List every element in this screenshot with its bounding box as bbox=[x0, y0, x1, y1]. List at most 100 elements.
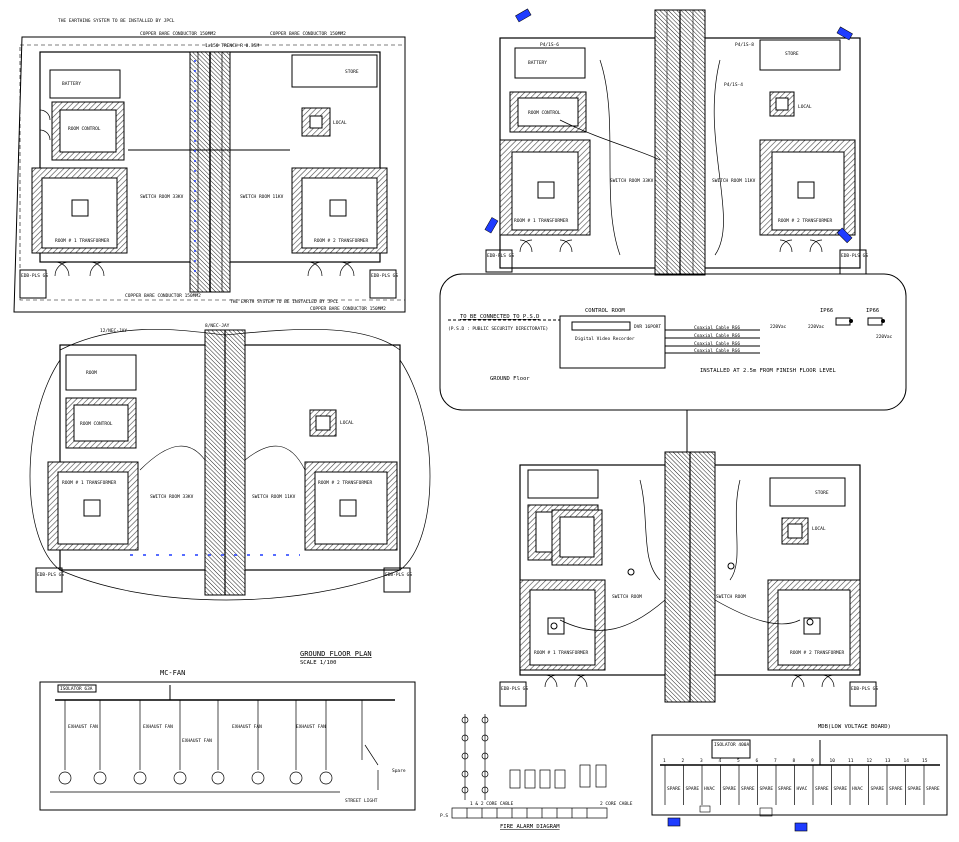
light-room-label: ROOM bbox=[86, 370, 97, 376]
fire-transformer1-label: ROOM # 1 TRANSFORMER bbox=[534, 650, 588, 656]
cctv-panel-right: EDB-PLS GS bbox=[841, 253, 868, 259]
plan-earthing: THE EARTHING SYSTEM TO BE INSTALLED BY J… bbox=[13, 18, 406, 313]
plan-lighting: ROOM ROOM CONTROL ROOM # 1 TRANSFORMER R… bbox=[29, 323, 431, 601]
mcfan-circuit-2: EXHAUST FAN bbox=[143, 724, 173, 730]
light-panel-left: EDB-PLS GS bbox=[37, 572, 64, 578]
mdb-way-number: 6 bbox=[756, 758, 759, 764]
mcfan-circuit-4: EXHAUST FAN bbox=[232, 724, 262, 730]
fire-transformer2-label: ROOM # 2 TRANSFORMER bbox=[790, 650, 844, 656]
light-panel-right: EDB-PLS GS bbox=[385, 572, 412, 578]
light-local-label: LOCAL bbox=[340, 420, 354, 426]
fire-store-label: STORE bbox=[815, 490, 829, 496]
mdb-way-number: 4 bbox=[719, 758, 722, 764]
mcfan-circuits bbox=[50, 700, 379, 793]
mdb-way-label: SPARE bbox=[815, 786, 829, 792]
mcfan-title: MC-FAN bbox=[160, 669, 185, 677]
mdb-way-label: SPARE bbox=[778, 786, 792, 792]
fire-switch1-label: SWITCH ROOM bbox=[612, 594, 642, 600]
mc-fan-diagram: MC-FAN ISOLATOR 63A EXHAUST FAN EXHAUST … bbox=[39, 669, 416, 811]
fire-alarm-title: FIRE ALARM DIAGRAM bbox=[500, 824, 560, 830]
mdb-way-number: 14 bbox=[904, 758, 910, 764]
camera-icon bbox=[835, 317, 853, 326]
cctv-switch2-label: SWITCH ROOM 11KV bbox=[712, 178, 756, 184]
cctv-local-label: LOCAL bbox=[798, 104, 812, 110]
mdb-way-number: 9 bbox=[811, 758, 814, 764]
fire-loop1-label: 1 & 2 CORE CABLE bbox=[470, 801, 514, 807]
mdb-way-label: SPARE bbox=[834, 786, 848, 792]
mdb-way-number: 13 bbox=[885, 758, 891, 764]
mdb-way-number: 11 bbox=[848, 758, 854, 764]
title-block: GROUND FLOOR PLAN SCALE 1/100 bbox=[300, 650, 372, 666]
cctv-tag-b: P4/1S-8 bbox=[735, 42, 754, 48]
mcfan-circuit-5: EXHAUST FAN bbox=[296, 724, 326, 730]
cable3-label: Coaxial Cable RG6 bbox=[694, 341, 740, 347]
mdb-way-number: 1 bbox=[663, 758, 666, 764]
nvr-label: Digital Video Recorder bbox=[575, 336, 635, 342]
mdb-title: MDB(LOW VOLTAGE BOARD) bbox=[818, 724, 891, 730]
light-transformer2-label: ROOM # 2 TRANSFORMER bbox=[318, 480, 372, 486]
panel-right-label: EDB-PLS GS bbox=[371, 273, 398, 279]
connect-psd-note: TO BE CONNECTED TO P.S.D bbox=[460, 314, 539, 320]
volt2-label: 220Vac bbox=[808, 324, 825, 330]
ground-floor-title: GROUND FLOOR PLAN bbox=[300, 650, 372, 658]
light-switch2-label: SWITCH ROOM 11KV bbox=[252, 494, 296, 500]
camera-icon bbox=[836, 26, 853, 41]
mdb-way-number: 15 bbox=[922, 758, 928, 764]
fire-switch2-label: SWITCH ROOM bbox=[716, 594, 746, 600]
light-switch1-label: SWITCH ROOM 33KV bbox=[150, 494, 194, 500]
mdb-way-label: SPARE bbox=[908, 786, 922, 792]
fire-local-label: LOCAL bbox=[812, 526, 826, 532]
mdb-way-label: SPARE bbox=[889, 786, 903, 792]
mcfan-circuit-6: STREET LIGHT bbox=[345, 798, 378, 804]
mdb-way-label: SPARE bbox=[723, 786, 737, 792]
battery-room-label: BATTERY bbox=[62, 81, 81, 87]
transformer1-label: ROOM # 1 TRANSFORMER bbox=[55, 238, 109, 244]
cctv-store-label: STORE bbox=[785, 51, 799, 57]
conductor-label-top: COPPER BARE CONDUCTOR 150MM2 bbox=[140, 31, 216, 37]
mcfan-isolator: ISOLATOR 63A bbox=[60, 686, 93, 692]
cctv-control-label: ROOM CONTROL bbox=[528, 110, 561, 116]
earthing-note-top: THE EARTHING SYSTEM TO BE INSTALLED BY J… bbox=[58, 18, 175, 24]
plan-cctv: BATTERY ROOM CONTROL ROOM # 1 TRANSFORME… bbox=[484, 8, 868, 276]
mcfan-circuit-1: EXHAUST FAN bbox=[68, 724, 98, 730]
ip-label-1: IP66 bbox=[820, 308, 833, 314]
ip-label-2: IP66 bbox=[866, 308, 879, 314]
fire-alarm-diagram: P.S 1 & 2 CORE CABLE 2 CORE CABLE FIRE A… bbox=[440, 714, 633, 830]
install-note: INSTALLED AT 2.5m FROM FINISH FLOOR LEVE… bbox=[700, 368, 836, 374]
mdb-loads bbox=[667, 805, 808, 832]
camera-icon bbox=[836, 227, 853, 244]
transformer2-label: ROOM # 2 TRANSFORMER bbox=[314, 238, 368, 244]
cable2-label: Coaxial Cable RG6 bbox=[694, 333, 740, 339]
light-transformer1-label: ROOM # 1 TRANSFORMER bbox=[62, 480, 116, 486]
mdb-way-label: SPARE bbox=[760, 786, 774, 792]
fire-panel-left: EDB-PLS GS bbox=[501, 686, 528, 692]
mdb-way-label: SPARE bbox=[686, 786, 700, 792]
control-room-diagram: TO BE CONNECTED TO P.S.D (P.S.D : PUBLIC… bbox=[439, 273, 907, 452]
psd-note: (P.S.D : PUBLIC SECURITY DIRECTORATE) bbox=[448, 326, 548, 332]
control-room-label: ROOM CONTROL bbox=[68, 126, 101, 132]
mdb-spec: ISOLATOR 400A bbox=[714, 742, 750, 748]
cctv-tag-c: P4/1S-4 bbox=[724, 82, 743, 88]
camera-icon bbox=[867, 317, 885, 326]
trench-label: 1x150 TRENCH R 0.35M bbox=[205, 43, 259, 49]
fire-ps-label: P.S bbox=[440, 813, 448, 819]
switch-11kv-label: SWITCH ROOM 11KV bbox=[240, 194, 284, 200]
store-label: STORE bbox=[345, 69, 359, 75]
cctv-transformer2-label: ROOM # 2 TRANSFORMER bbox=[778, 218, 832, 224]
cctv-battery-label: BATTERY bbox=[528, 60, 547, 66]
mdb-way-label: SPARE bbox=[741, 786, 755, 792]
cable4-label: Coaxial Cable RG6 bbox=[694, 348, 740, 354]
conductor-label-bottom: COPPER BARE CONDUCTOR 150MM2 bbox=[125, 293, 201, 299]
mdb-way-number: 10 bbox=[830, 758, 836, 764]
mdb-way-number: 8 bbox=[793, 758, 796, 764]
mdb-way-label: HVAC bbox=[797, 786, 808, 792]
dvr-label: DVR 16PORT bbox=[634, 324, 661, 330]
conductor-label-top2: COPPER BARE CONDUCTOR 150MM2 bbox=[270, 31, 346, 37]
camera-icon bbox=[484, 217, 499, 234]
plan-fire-alarm: ROOM # 1 TRANSFORMER ROOM # 2 TRANSFORME… bbox=[499, 451, 878, 707]
earthing-note-bottom: THE EARTH SYSTEM TO BE INSTALLED BY JPCL bbox=[230, 299, 339, 305]
conductor-label-bottom2: COPPER BARE CONDUCTOR 150MM2 bbox=[310, 306, 386, 312]
ground-floor-scale: SCALE 1/100 bbox=[300, 660, 336, 666]
fire-loop2-label: 2 CORE CABLE bbox=[600, 801, 633, 807]
